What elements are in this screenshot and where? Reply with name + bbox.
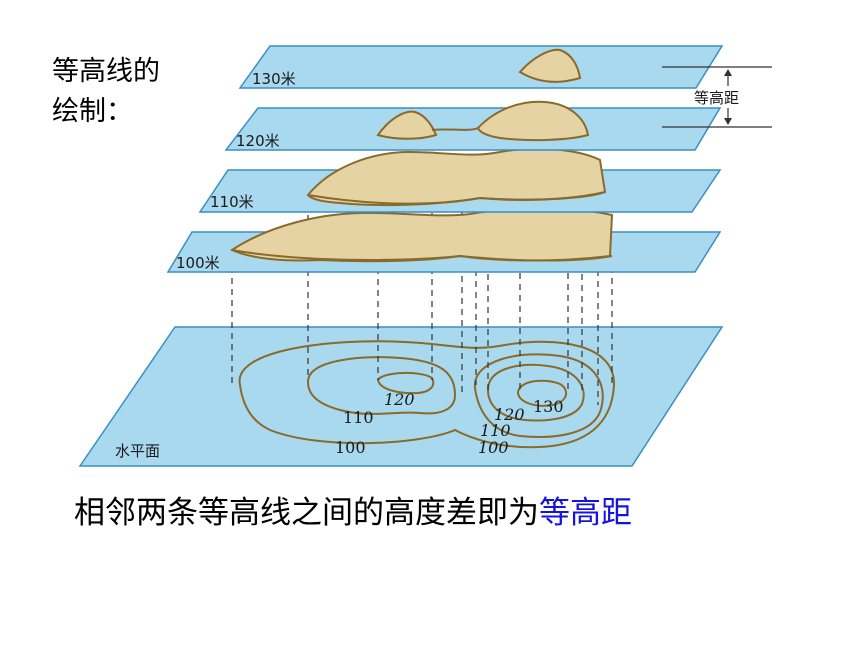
contour-label-120-right: 120	[494, 405, 525, 424]
plane-label-120: 120米	[236, 132, 280, 150]
heading-line-2: 绘制：	[52, 96, 133, 127]
caption: 相邻两条等高线之间的高度差即为等高距	[74, 487, 632, 532]
contour-110-right	[473, 353, 604, 438]
arrow-down-icon	[724, 118, 732, 125]
interval-label: 等高距	[694, 89, 739, 107]
plane-contour-rims	[231, 127, 613, 262]
heading: 等高线的 绘制：	[52, 52, 160, 132]
contour-label-100-right: 100	[478, 438, 509, 457]
plane-label-110: 110米	[210, 193, 254, 211]
base-plane	[78, 326, 724, 467]
contour-lines	[238, 340, 616, 449]
contour-label-120-left: 120	[384, 390, 415, 409]
contour-label-110-right: 110	[480, 421, 511, 440]
caption-highlight: 等高距	[539, 495, 632, 531]
terrain-peak-right	[518, 48, 582, 83]
terrain-band-110	[306, 147, 607, 207]
terrain-band-120-right	[476, 100, 590, 142]
contour-110-left	[306, 356, 457, 415]
contour-130-right	[516, 379, 568, 407]
contour-100	[238, 340, 616, 449]
arrow-up-icon	[724, 69, 732, 76]
heading-line-1: 等高线的	[52, 56, 160, 87]
base-plane-label: 水平面	[115, 442, 160, 460]
plane-label-130: 130米	[252, 70, 296, 88]
contour-120-right	[486, 363, 585, 422]
terrain-band-100	[229, 207, 614, 263]
plane-label-100: 100米	[176, 254, 220, 272]
contour-label-110-left: 110	[343, 408, 374, 427]
caption-text: 相邻两条等高线之间的高度差即为	[74, 495, 539, 531]
contour-120-left	[376, 372, 435, 395]
contour-label-130-right: 130	[533, 397, 564, 416]
contour-label-100-outer: 100	[335, 438, 366, 457]
terrain-peak-left	[376, 110, 438, 140]
plane-130	[238, 45, 724, 89]
